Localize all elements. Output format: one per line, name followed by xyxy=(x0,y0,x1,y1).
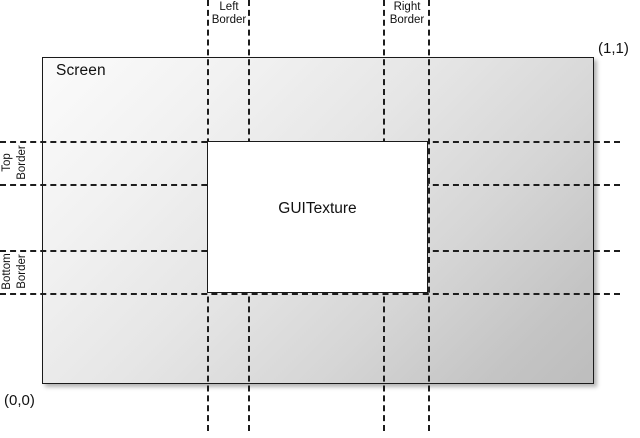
coordinate-label-bottom-left: (0,0) xyxy=(4,392,35,409)
coordinate-label-top-right: (1,1) xyxy=(598,40,629,57)
label-top-border-rotated: Top xyxy=(1,141,15,184)
label-bottom-border-line2: Border xyxy=(16,254,28,289)
guide-line-vertical-right-border-outer xyxy=(428,0,430,431)
screen-label: Screen xyxy=(56,62,106,79)
label-bottom-border-rotated2: Border xyxy=(16,250,30,293)
label-bottom-border: Bottom Border xyxy=(1,250,45,289)
label-top-border-line1: Top xyxy=(1,153,13,172)
guide-line-horizontal-bottom-border-outer xyxy=(0,293,620,295)
guitexture-rect xyxy=(207,141,428,293)
label-top-border-rotated2: Border xyxy=(16,141,30,184)
label-left-border-line1: Left xyxy=(219,1,239,13)
label-right-border-line2: Border xyxy=(389,14,425,26)
label-left-border: Left Border xyxy=(210,1,248,27)
label-bottom-border-rotated: Bottom xyxy=(1,250,15,293)
label-right-border-line1: Right xyxy=(393,1,421,13)
label-top-border-line2: Border xyxy=(16,145,28,180)
label-top-border: Top Border xyxy=(1,141,45,180)
label-left-border-line2: Border xyxy=(211,14,247,26)
guitexture-label: GUITexture xyxy=(278,200,357,217)
label-bottom-border-line1: Bottom xyxy=(1,253,13,290)
label-right-border: Right Border xyxy=(386,1,428,27)
